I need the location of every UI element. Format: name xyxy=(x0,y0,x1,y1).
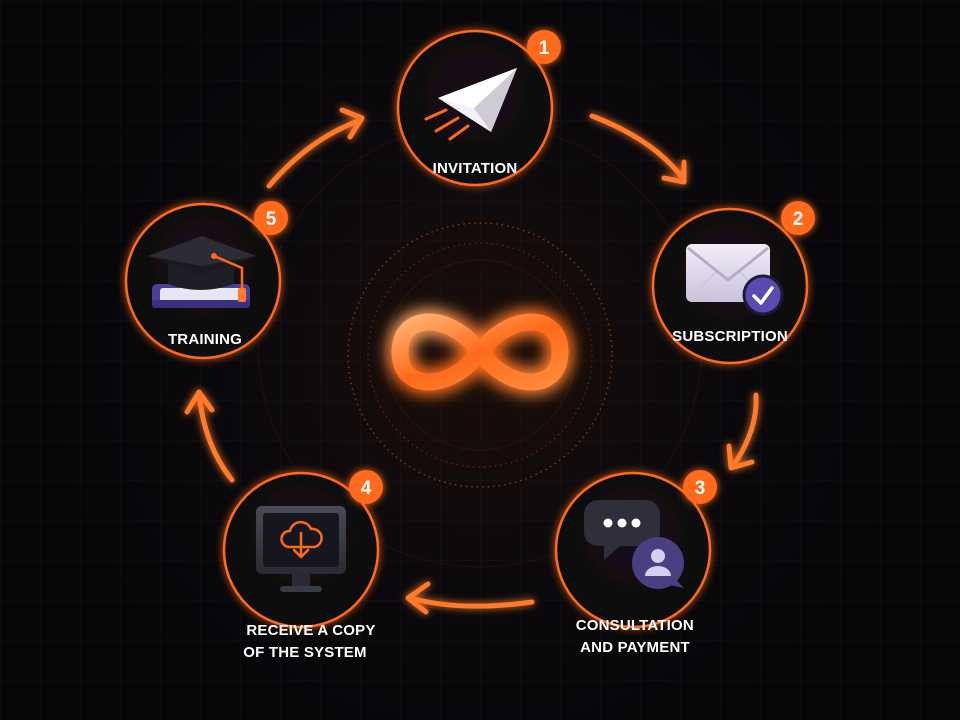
paper-plane-icon xyxy=(424,68,517,141)
arrow-2-to-3 xyxy=(726,392,759,471)
arrow-1-to-2 xyxy=(589,113,687,185)
infinity-icon xyxy=(391,313,569,391)
svg-text:1: 1 xyxy=(539,38,550,59)
step-3-badge: 3 xyxy=(683,470,717,504)
step-5-badge: 5 xyxy=(254,201,288,235)
svg-text:5: 5 xyxy=(266,209,277,230)
step-4-node[interactable]: RECEIVE A COPY OF THE SYSTEM 4 xyxy=(222,470,383,661)
monitor-download-icon xyxy=(256,506,346,592)
step-5-node[interactable]: TRAINING 5 xyxy=(124,201,288,360)
arrow-5-to-1 xyxy=(266,107,365,189)
step-4-label: RECEIVE A COPY OF THE SYSTEM xyxy=(243,622,379,661)
step-1-node[interactable]: INVITATION 1 xyxy=(396,29,561,187)
arrow-3-to-4 xyxy=(405,581,535,615)
arrow-4-to-5 xyxy=(184,389,235,483)
step-1-badge: 1 xyxy=(527,30,561,64)
step-2-badge: 2 xyxy=(781,201,815,235)
svg-text:4: 4 xyxy=(361,478,372,499)
envelope-check-icon xyxy=(686,244,784,316)
step-2-node[interactable]: SUBSCRIPTION 2 xyxy=(651,201,815,365)
step-3-node[interactable]: CONSULTATION AND PAYMENT 3 xyxy=(554,470,717,656)
step-1-label: INVITATION xyxy=(433,160,518,177)
svg-text:3: 3 xyxy=(695,478,706,499)
step-3-label: CONSULTATION AND PAYMENT xyxy=(576,617,699,656)
svg-text:2: 2 xyxy=(793,209,804,230)
step-2-label: SUBSCRIPTION xyxy=(672,328,788,345)
step-4-badge: 4 xyxy=(349,470,383,504)
step-5-label: TRAINING xyxy=(168,331,242,348)
arrows xyxy=(184,107,759,615)
graduation-cap-icon xyxy=(148,236,256,308)
chat-bubbles-icon xyxy=(584,500,684,589)
